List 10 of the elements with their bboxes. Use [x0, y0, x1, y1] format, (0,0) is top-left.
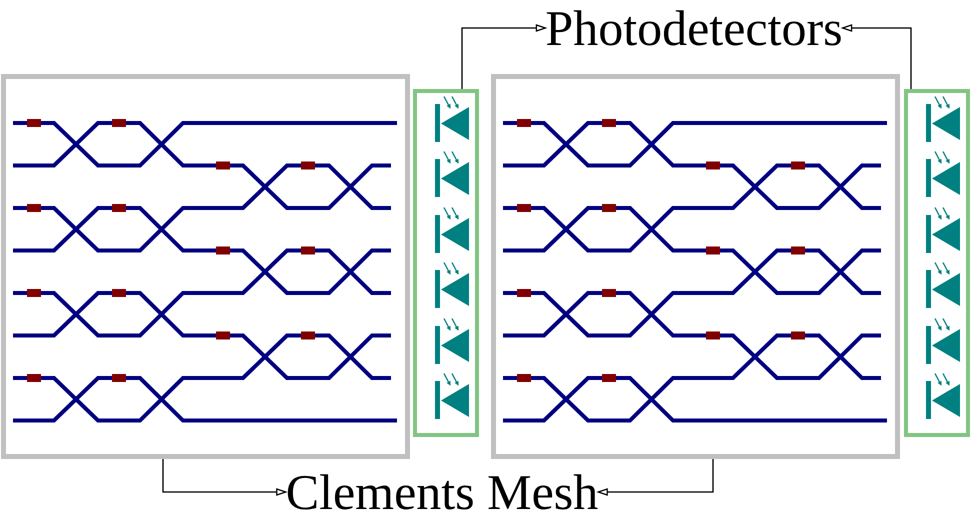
mesh-panel — [1, 74, 410, 459]
callout-label: Photodetectors — [545, 0, 843, 56]
leader-arrow — [598, 459, 714, 496]
detector-panel — [904, 89, 970, 437]
detector-panel — [413, 89, 479, 437]
mesh-panel — [491, 74, 900, 459]
leader-arrow — [162, 459, 286, 496]
leader-arrow — [461, 24, 546, 89]
callout-label: Clements Mesh — [286, 470, 598, 514]
leader-arrow — [842, 24, 912, 89]
